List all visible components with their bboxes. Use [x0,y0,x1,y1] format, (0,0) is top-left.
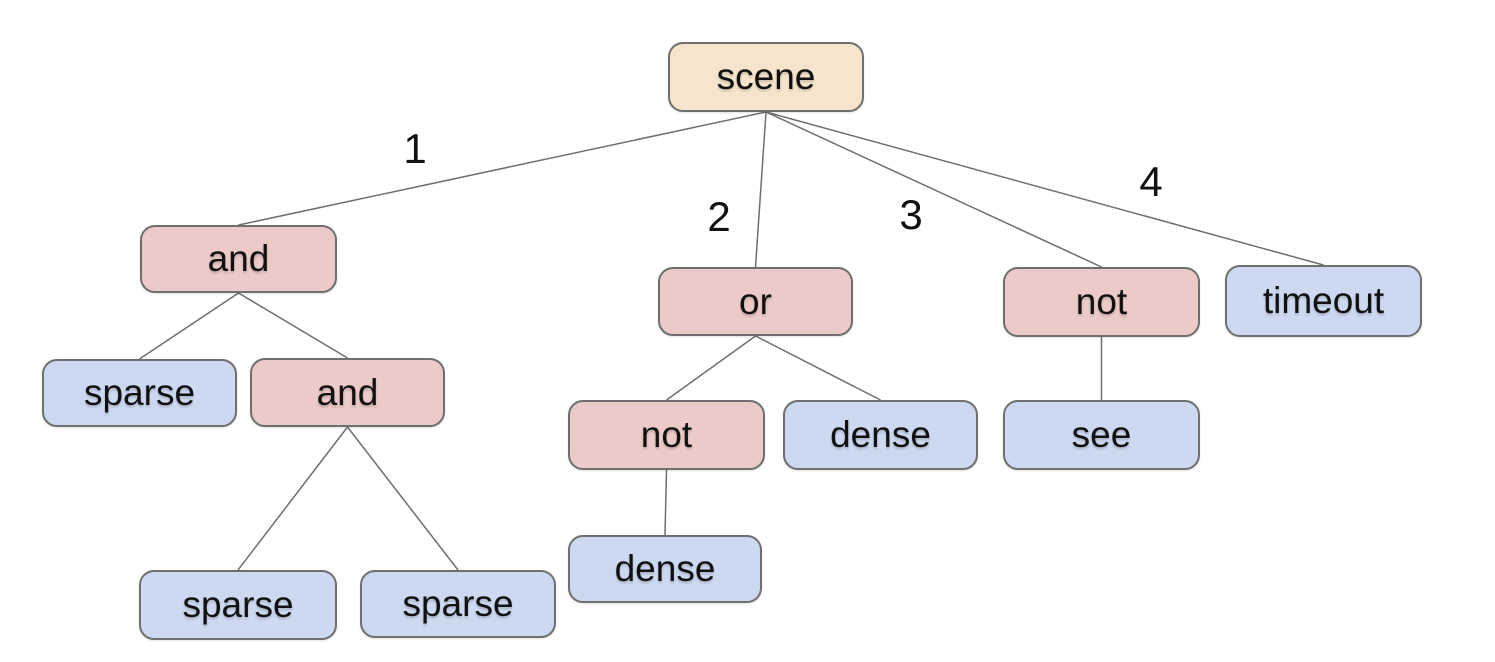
node-sparse-3: sparse [360,570,556,638]
edge-line-scene-not-1 [765,111,1102,268]
edge-label-1: 1 [403,125,426,172]
node-dense-2: dense [568,535,762,603]
node-label: not [1075,281,1128,322]
node-not-2: not [568,400,765,470]
node-or-1: or [658,267,853,336]
edge-label-2: 2 [707,193,730,240]
node-label: see [1071,414,1132,455]
node-sparse-2: sparse [139,570,337,640]
node-see: see [1003,400,1200,470]
node-label: dense [830,414,931,455]
node-label: and [316,371,379,413]
node-label: sparse [402,583,514,624]
node-label: dense [614,548,716,589]
edge-label-4: 4 [1139,158,1162,205]
node-timeout: timeout [1225,265,1422,337]
node-sparse-1: sparse [42,359,237,427]
node-label: not [640,414,693,455]
edge-line-not-2-dense-2 [664,469,668,536]
node-label: or [739,280,772,322]
edge-label-3: 3 [899,191,922,238]
node-label: sparse [182,584,294,625]
edge-line-and-2-sparse-2 [237,426,349,571]
node-scene: scene [668,42,864,112]
node-label: and [207,238,270,279]
edge-line-or-1-not-2 [666,335,756,401]
node-label: scene [716,56,816,97]
node-and-1: and [140,225,337,293]
edge-line-scene-timeout [765,111,1324,266]
edge-line-and-1-sparse-1 [139,292,239,360]
edge-line-and-2-sparse-3 [346,426,459,571]
node-not-1: not [1003,267,1200,337]
edge-line-scene-and-1 [238,111,767,226]
node-label: sparse [83,372,196,413]
edge-line-scene-or-1 [754,111,767,268]
node-label: timeout [1262,280,1385,321]
node-and-2: and [250,358,445,427]
edge-line-and-1-and-2 [238,292,348,359]
node-dense-1: dense [783,400,978,470]
edge-line-or-1-dense-1 [755,335,881,401]
